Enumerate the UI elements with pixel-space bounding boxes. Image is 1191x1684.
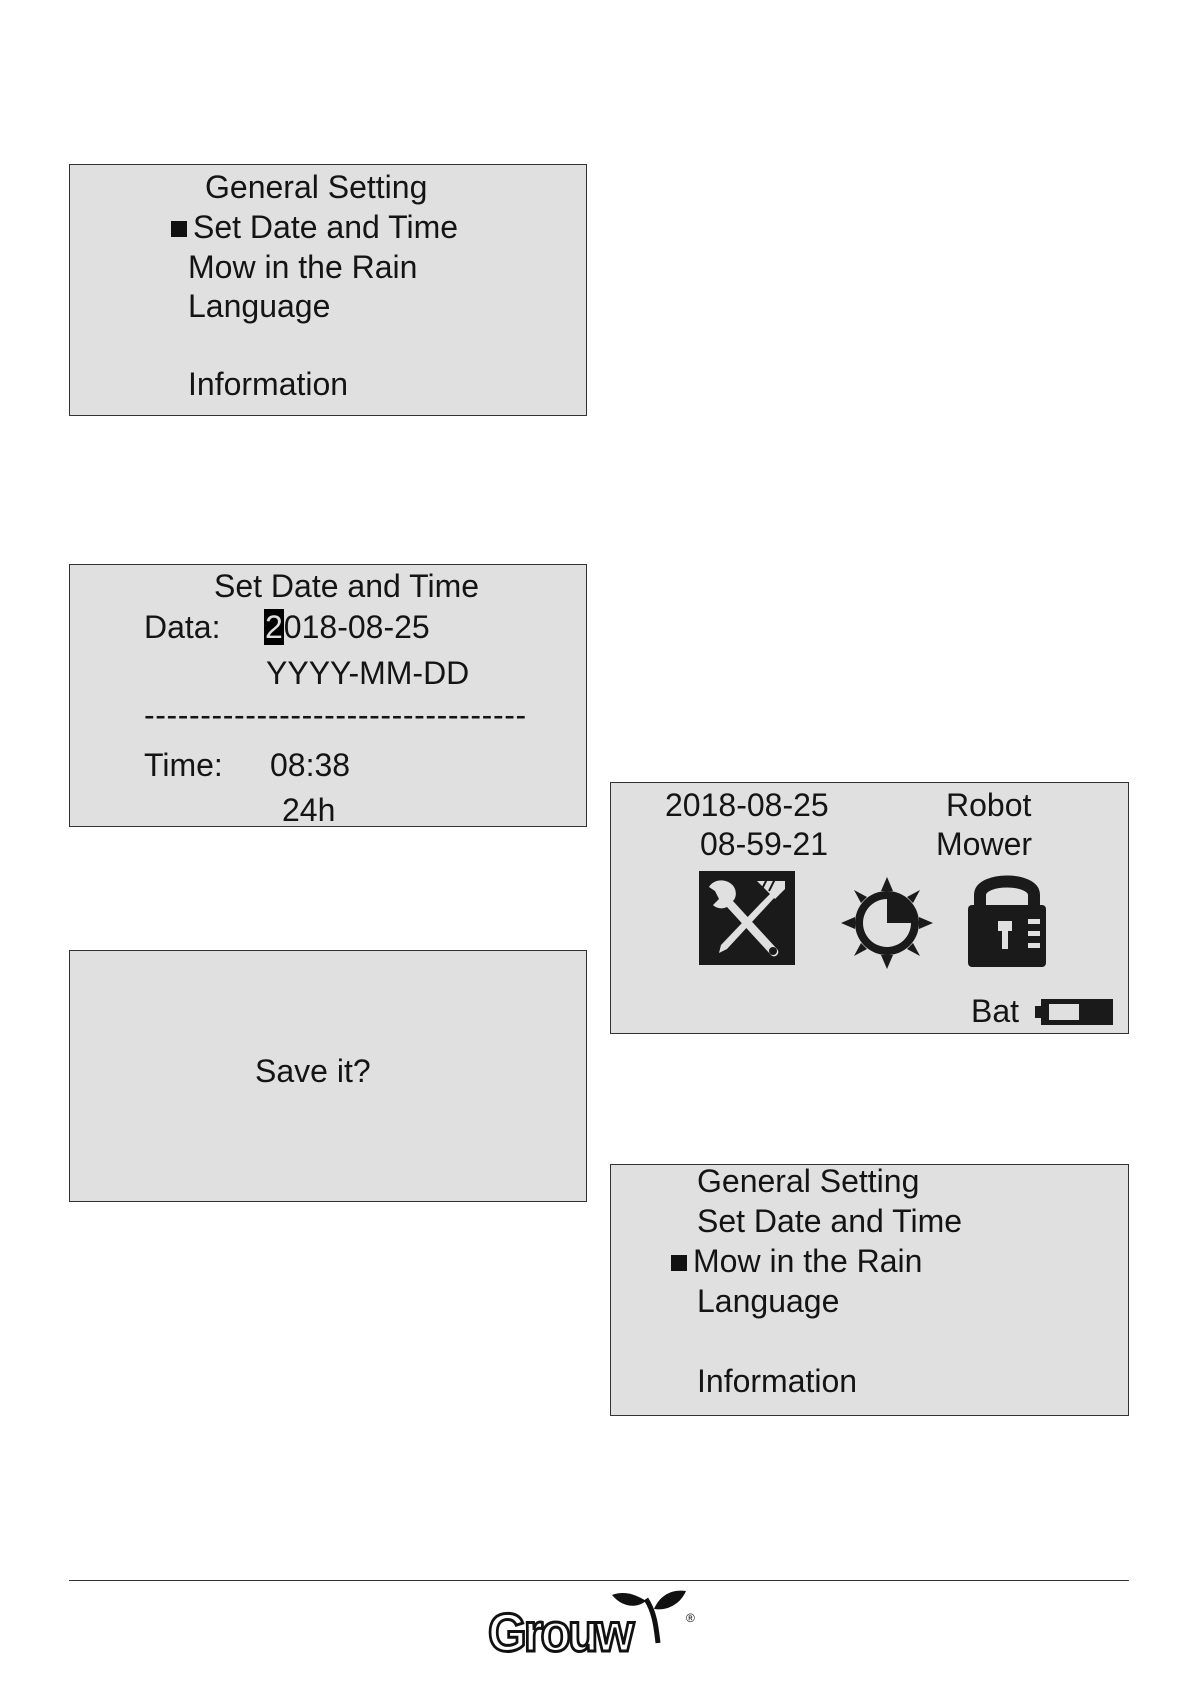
screen-title: General Setting xyxy=(697,1163,919,1199)
menu-item-mow-in-rain[interactable]: Mow in the Rain xyxy=(671,1243,922,1279)
general-setting-screen-2: General Setting Set Date and Time Mow in… xyxy=(610,1164,1129,1416)
screen-title: General Setting xyxy=(205,169,427,205)
battery-icon xyxy=(1035,997,1115,1027)
date-label: Data: xyxy=(144,609,220,645)
footer-divider xyxy=(69,1580,1129,1581)
logo-wordmark: Grouw xyxy=(488,1603,632,1663)
time-label: Time: xyxy=(144,747,223,783)
time-format-hint: 24h xyxy=(282,792,335,828)
device-name-line1: Robot xyxy=(946,787,1031,823)
tools-icon[interactable] xyxy=(697,869,797,967)
menu-item-information[interactable]: Information xyxy=(697,1363,857,1399)
date-value: 018-08-25 xyxy=(284,609,430,645)
save-prompt[interactable]: Save it? xyxy=(255,1053,371,1089)
lock-icon[interactable] xyxy=(966,867,1048,969)
selection-marker-icon xyxy=(171,221,187,237)
general-setting-screen: General Setting Set Date and Time Mow in… xyxy=(69,164,587,416)
time-field[interactable]: 08:38 xyxy=(270,747,350,783)
menu-item-language[interactable]: Language xyxy=(188,288,330,324)
menu-item-set-date-time[interactable]: Set Date and Time xyxy=(697,1203,962,1239)
edit-cursor: 2 xyxy=(264,609,284,645)
registered-mark: ® xyxy=(686,1611,695,1625)
menu-item-information[interactable]: Information xyxy=(188,366,348,402)
divider: ---------------------------------- xyxy=(144,697,527,733)
date-field[interactable]: 2018-08-25 xyxy=(264,609,430,645)
screen-title: Set Date and Time xyxy=(214,568,479,604)
selection-marker-icon xyxy=(671,1255,687,1271)
set-date-time-screen: Set Date and Time Data: 2018-08-25 YYYY-… xyxy=(69,564,587,827)
menu-item-set-date-time[interactable]: Set Date and Time xyxy=(171,209,458,245)
home-time: 08-59-21 xyxy=(700,826,828,862)
home-date: 2018-08-25 xyxy=(665,787,829,823)
sun-clock-icon[interactable] xyxy=(839,875,935,971)
menu-item-language[interactable]: Language xyxy=(697,1283,839,1319)
home-screen: 2018-08-25 08-59-21 Robot Mower xyxy=(610,782,1129,1034)
menu-item-mow-in-rain[interactable]: Mow in the Rain xyxy=(188,249,417,285)
save-dialog-screen: Save it? xyxy=(69,950,587,1202)
brand-logo: Grouw ® xyxy=(488,1585,708,1665)
device-name-line2: Mower xyxy=(936,826,1032,862)
date-format-hint: YYYY-MM-DD xyxy=(266,655,469,691)
battery-label: Bat xyxy=(971,993,1019,1029)
